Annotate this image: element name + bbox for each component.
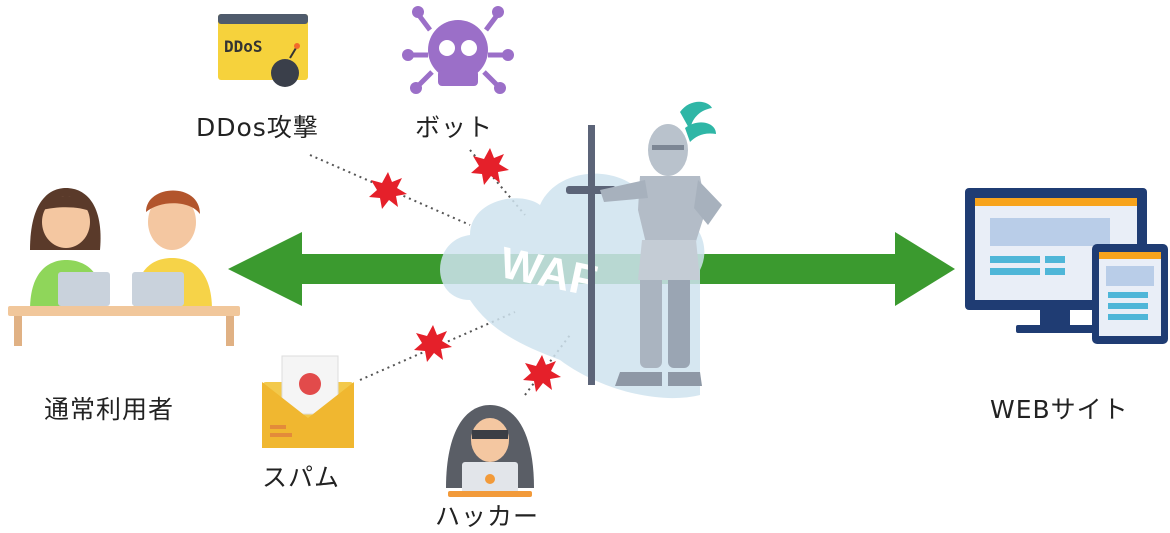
- users-label: 通常利用者: [44, 395, 175, 424]
- burst-icon: [471, 148, 509, 185]
- bot-label: ボット: [415, 113, 494, 142]
- hacker-icon: [446, 405, 534, 497]
- ddos-label: DDos攻撃: [196, 113, 319, 142]
- users-icon: [8, 188, 240, 346]
- bot-skull-icon: [402, 6, 514, 94]
- attack-burst-icons: [369, 148, 561, 392]
- website-icon: [965, 188, 1168, 344]
- ddos-icon: DDoS: [218, 14, 308, 87]
- knight-icon: [566, 101, 722, 386]
- website-label: WEBサイト: [990, 395, 1129, 424]
- hacker-label: ハッカー: [435, 502, 540, 531]
- spam-mail-icon: [262, 355, 354, 448]
- spam-label: スパム: [262, 463, 341, 492]
- burst-icon: [523, 355, 561, 392]
- waf-cloud: WAF: [440, 173, 705, 399]
- svg-text:DDoS: DDoS: [224, 37, 263, 56]
- burst-icon: [414, 325, 452, 362]
- burst-icon: [369, 172, 407, 209]
